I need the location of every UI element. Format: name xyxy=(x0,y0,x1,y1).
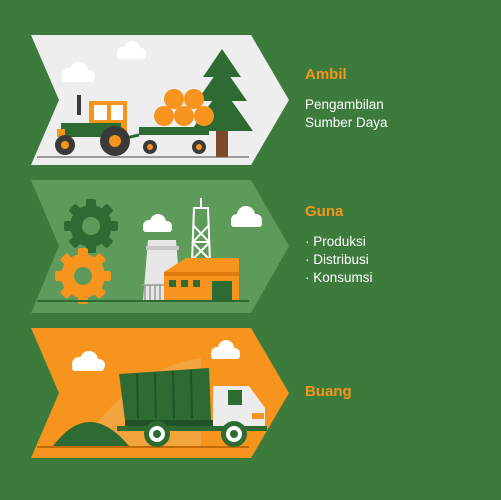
dump-truck-icon xyxy=(117,368,267,447)
step-line: · Distribusi xyxy=(305,252,369,267)
factory-icon xyxy=(141,240,239,300)
step-ambil: Ambil Pengambilan Sumber Daya xyxy=(305,66,388,132)
cloud-icon xyxy=(231,206,262,227)
gear-icon xyxy=(64,199,118,253)
hay-bale-icon xyxy=(125,89,214,154)
panel-ambil xyxy=(31,35,289,165)
step-line: · Produksi xyxy=(305,234,366,249)
ambil-illustration xyxy=(31,35,289,165)
soil-pile-icon xyxy=(53,422,129,446)
step-description: · Produksi · Distribusi · Konsumsi xyxy=(305,233,373,287)
cloud-icon xyxy=(62,62,95,82)
tractor-icon xyxy=(55,95,130,156)
panel-buang xyxy=(31,328,289,458)
step-line: Sumber Daya xyxy=(305,115,388,130)
panel-guna xyxy=(31,180,289,313)
step-title: Buang xyxy=(305,383,352,400)
cloud-icon xyxy=(72,351,105,371)
step-title: Ambil xyxy=(305,66,347,83)
step-title: Guna xyxy=(305,203,344,220)
step-line: · Konsumsi xyxy=(305,270,373,285)
guna-illustration xyxy=(31,180,289,313)
buang-illustration xyxy=(31,328,289,458)
cloud-icon xyxy=(211,340,240,359)
step-line: Pengambilan xyxy=(305,97,384,112)
step-description: Pengambilan Sumber Daya xyxy=(305,96,388,132)
step-buang: Buang xyxy=(305,383,352,413)
step-guna: Guna · Produksi · Distribusi · Konsumsi xyxy=(305,203,373,287)
cloud-icon xyxy=(143,214,172,232)
cloud-icon xyxy=(117,41,146,59)
gear-icon xyxy=(55,248,111,304)
